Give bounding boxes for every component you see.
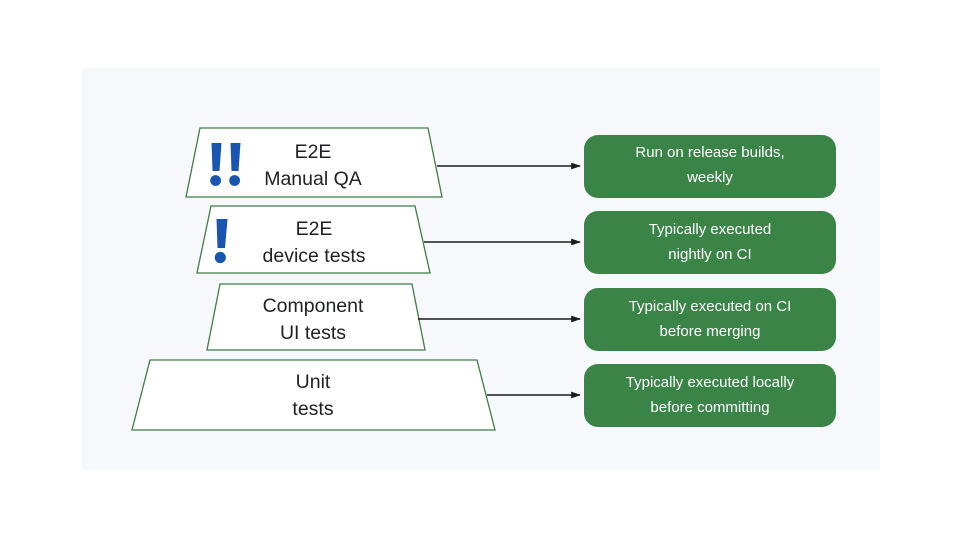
- double-exclamation-icon: [210, 143, 241, 186]
- trapezoid-component-ui-tests[interactable]: [206, 283, 426, 351]
- note-label-line2-component-ui-tests: before merging: [660, 323, 761, 340]
- trapezoid-label-line1-e2e-device-tests: E2E: [296, 218, 333, 240]
- pyramid-level-unit-tests[interactable]: Unit tests Typically executed locally be…: [131, 359, 836, 431]
- note-label-line1-e2e-manual-qa: Run on release builds,: [635, 144, 784, 161]
- note-label-line2-unit-tests: before committing: [650, 399, 769, 416]
- note-label-line1-e2e-device-tests: Typically executed: [649, 221, 772, 238]
- note-label-line2-e2e-manual-qa: weekly: [686, 169, 733, 186]
- pyramid-level-component-ui-tests[interactable]: Component UI tests Typically executed on…: [206, 283, 836, 351]
- trapezoid-label-line1-component-ui-tests: Component: [263, 295, 364, 317]
- note-box-unit-tests[interactable]: [584, 364, 836, 427]
- trapezoid-label-line2-e2e-device-tests: device tests: [263, 245, 366, 267]
- trapezoid-label-line2-unit-tests: tests: [292, 398, 333, 420]
- exclamation-icon: [214, 219, 228, 264]
- note-box-e2e-device-tests[interactable]: [584, 211, 836, 274]
- pyramid-level-e2e-manual-qa[interactable]: E2E Manual QA Run on release builds, wee…: [185, 127, 836, 198]
- trapezoid-e2e-device-tests[interactable]: [196, 205, 431, 274]
- note-label-line1-unit-tests: Typically executed locally: [626, 374, 795, 391]
- trapezoid-label-line2-e2e-manual-qa: Manual QA: [264, 168, 362, 190]
- note-box-component-ui-tests[interactable]: [584, 288, 836, 351]
- trapezoid-unit-tests[interactable]: [131, 359, 496, 431]
- pyramid-level-e2e-device-tests[interactable]: E2E device tests Typically executed nigh…: [196, 205, 836, 274]
- trapezoid-e2e-manual-qa[interactable]: [185, 127, 443, 198]
- trapezoid-label-line1-e2e-manual-qa: E2E: [295, 141, 332, 163]
- note-label-line2-e2e-device-tests: nightly on CI: [668, 246, 751, 263]
- note-box-e2e-manual-qa[interactable]: [584, 135, 836, 198]
- note-label-line1-component-ui-tests: Typically executed on CI: [629, 298, 792, 315]
- trapezoid-label-line2-component-ui-tests: UI tests: [280, 322, 346, 344]
- trapezoid-label-line1-unit-tests: Unit: [296, 371, 331, 393]
